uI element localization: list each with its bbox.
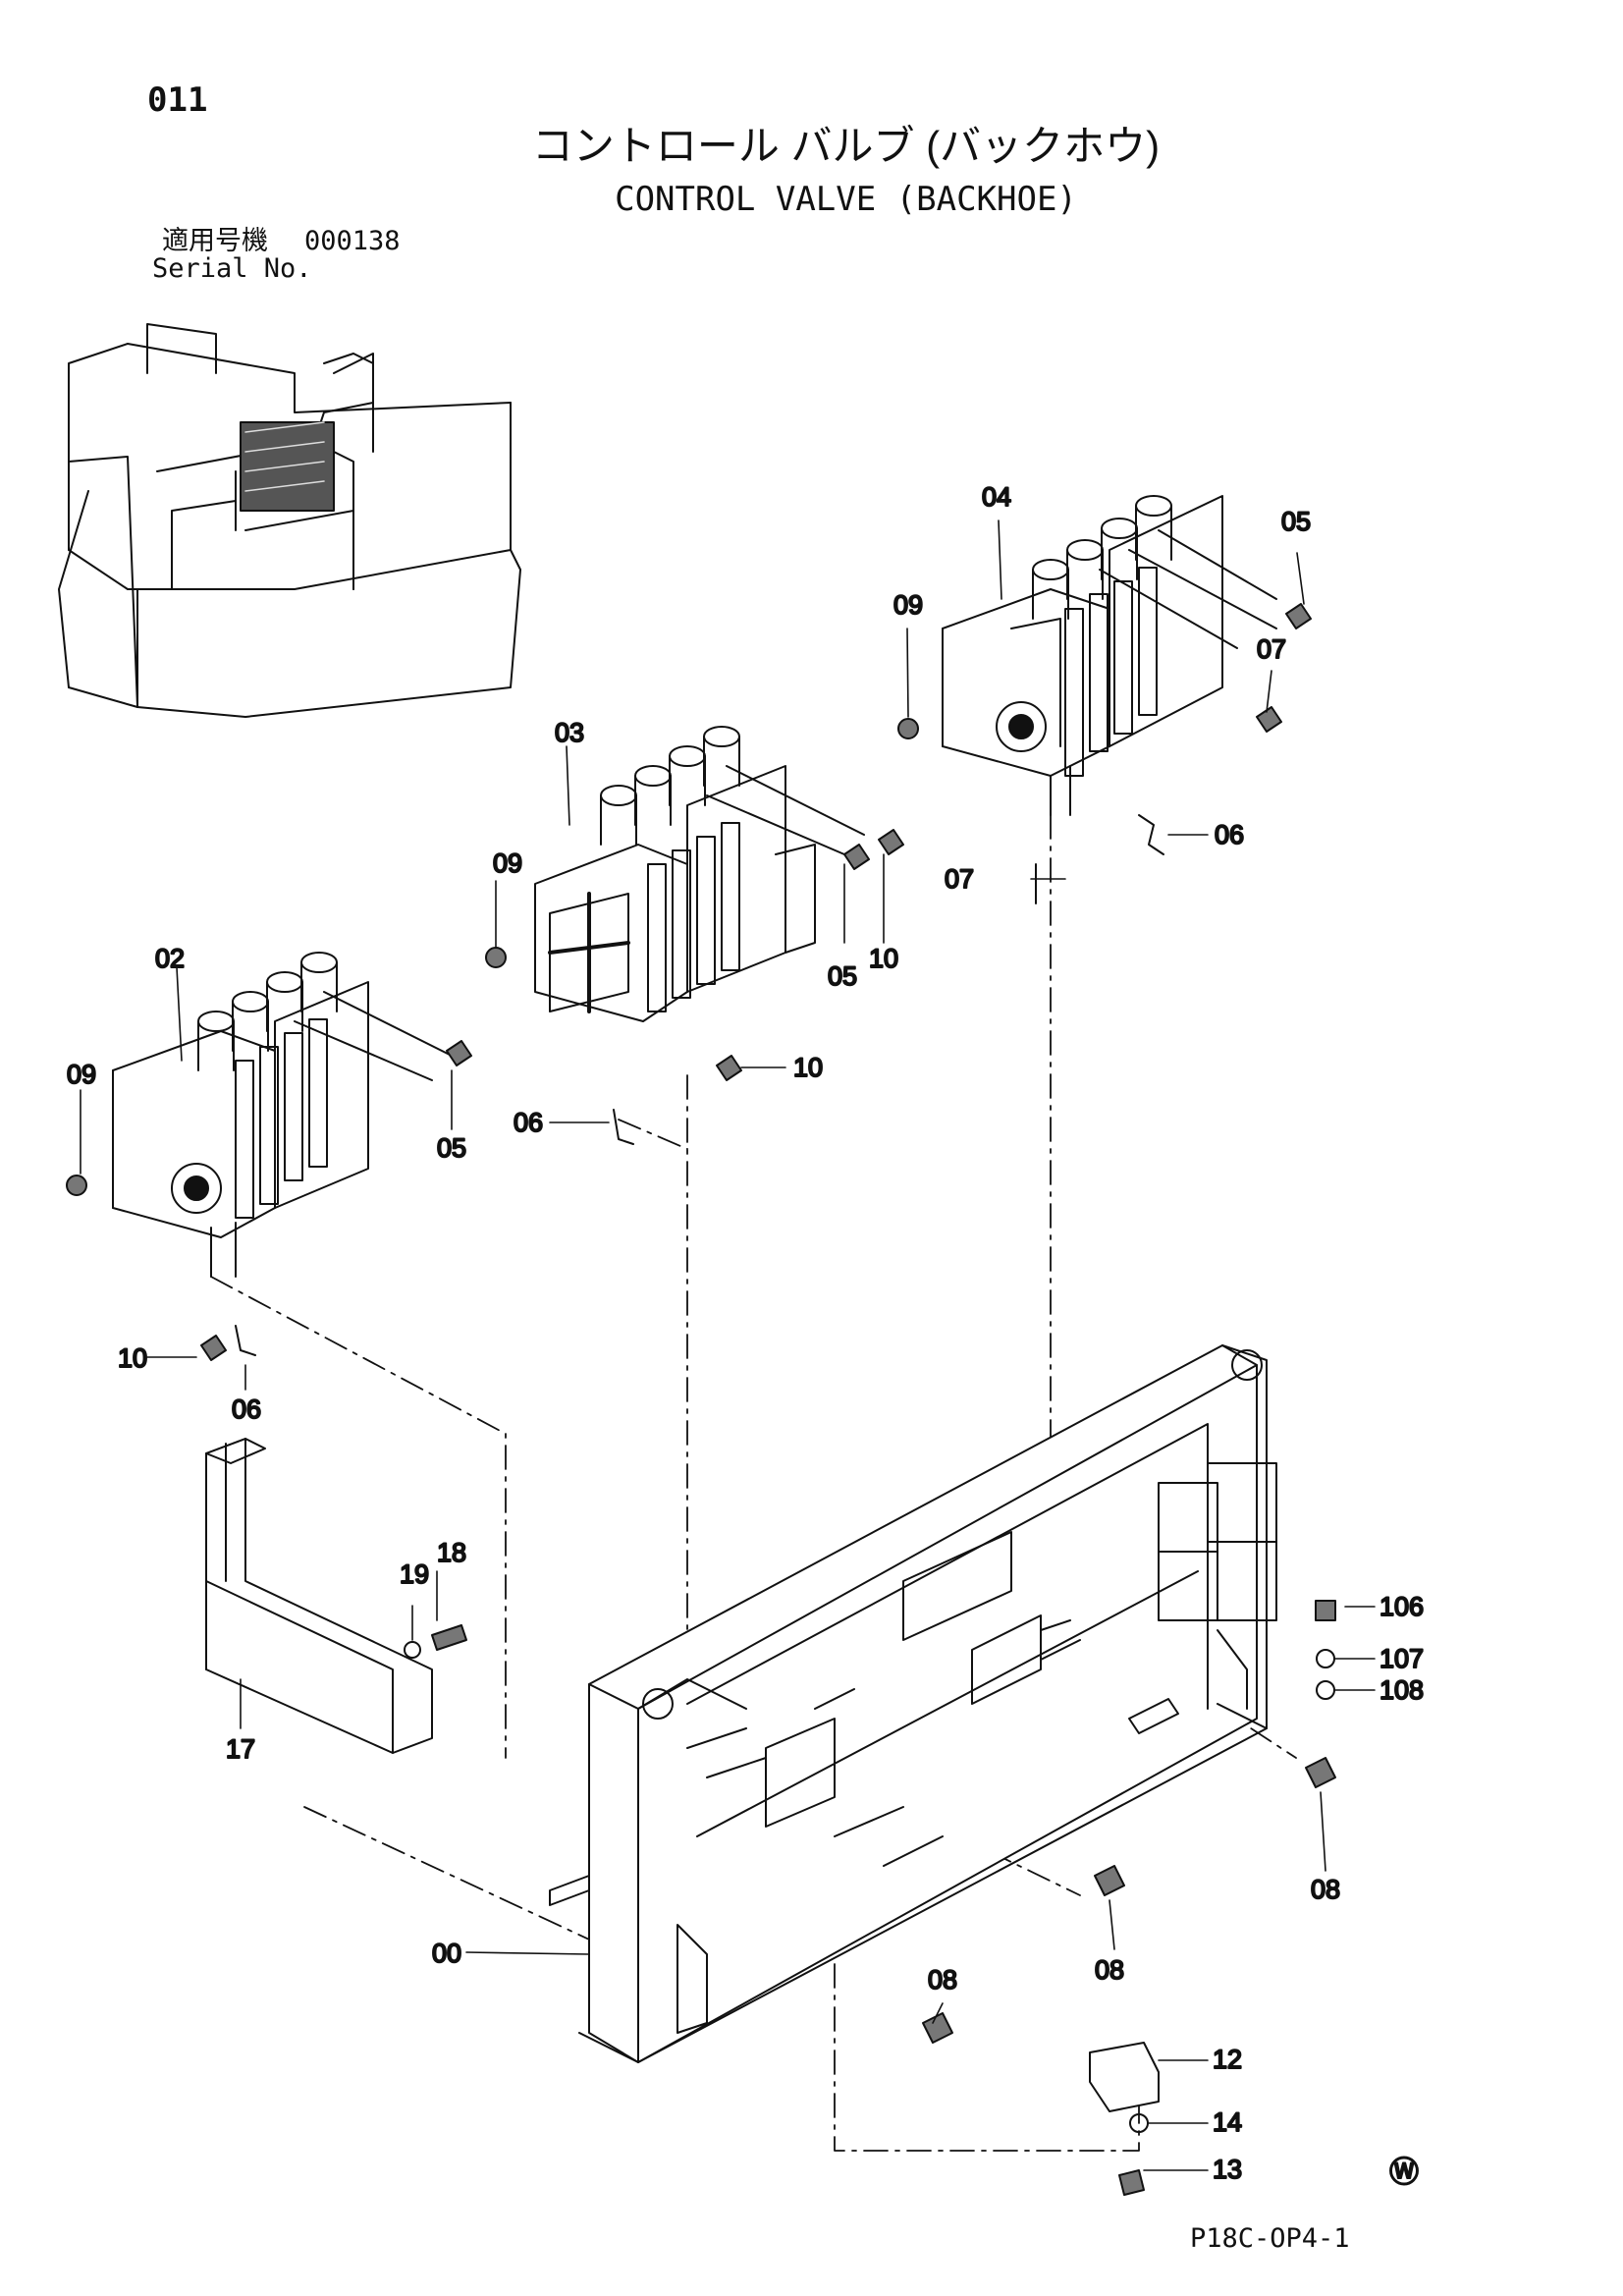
callout-10: 10 <box>118 1343 147 1373</box>
title-japanese: コントロール バルブ (バックホウ) <box>531 123 1161 169</box>
control-valve-03 <box>485 726 865 1022</box>
callout-14: 14 <box>1213 2107 1242 2137</box>
washer-icon <box>1129 2113 1149 2133</box>
callout-12: 12 <box>1213 2045 1242 2074</box>
washer-icon <box>1316 1649 1335 1668</box>
callout-04: 04 <box>982 482 1011 512</box>
callout-06: 06 <box>232 1394 261 1424</box>
callout-06: 06 <box>514 1108 543 1137</box>
callout-107: 107 <box>1380 1644 1424 1673</box>
part-callouts: 04 05 09 07 06 07 03 09 05 10 10 06 02 0… <box>66 481 1425 2185</box>
serial-label-english: Serial No. <box>152 253 312 284</box>
callout-08: 08 <box>1311 1875 1340 1904</box>
machine-location-thumbnail <box>58 323 521 718</box>
callout-08: 08 <box>1095 1955 1124 1985</box>
page-number: 011 <box>147 81 208 120</box>
title-english: CONTROL VALVE (BACKHOE) <box>615 180 1077 219</box>
callout-10: 10 <box>869 944 898 973</box>
main-frame-00 <box>549 1344 1277 2063</box>
callout-106: 106 <box>1380 1592 1424 1621</box>
bracket-17 <box>205 1438 433 1754</box>
callout-18: 18 <box>437 1538 466 1567</box>
serial-number-value: 000138 <box>304 226 401 256</box>
callout-09: 09 <box>493 848 522 878</box>
control-valve-02 <box>66 952 453 1278</box>
callout-03: 03 <box>555 718 584 747</box>
callout-06: 06 <box>1215 820 1244 849</box>
callout-07: 07 <box>945 864 974 894</box>
washer-icon <box>1316 1680 1335 1700</box>
bolt-icon <box>716 829 904 1081</box>
bracket-12 <box>1089 2042 1160 2112</box>
callout-19: 19 <box>400 1559 429 1589</box>
callout-00: 00 <box>432 1939 461 1968</box>
leader-lines <box>80 519 1376 2171</box>
serial-label-japanese: 適用号機 <box>162 226 268 255</box>
callout-08: 08 <box>928 1965 957 1995</box>
fitting-icon <box>235 1325 256 1356</box>
watermark-symbol: Ⓦ <box>1389 2157 1419 2189</box>
callout-09: 09 <box>893 590 923 620</box>
washer-icon <box>404 1641 421 1659</box>
bolt-icon <box>200 1040 472 1361</box>
control-valve-04 <box>897 495 1277 816</box>
callout-02: 02 <box>155 944 185 973</box>
callout-09: 09 <box>67 1060 96 1089</box>
diagram-code: P18C-OP4-1 <box>1190 2223 1350 2254</box>
callout-05: 05 <box>828 961 857 991</box>
callout-05: 05 <box>1281 507 1311 536</box>
callout-17: 17 <box>226 1734 255 1764</box>
bolt-icon <box>922 1600 1336 2196</box>
callout-07: 07 <box>1257 634 1286 664</box>
callout-108: 108 <box>1380 1675 1424 1705</box>
callout-13: 13 <box>1213 2155 1242 2184</box>
bolt-icon <box>431 1624 467 1651</box>
fitting-icon <box>613 1109 634 1145</box>
callout-05: 05 <box>437 1133 466 1163</box>
fitting-icon <box>1035 814 1164 904</box>
callout-10: 10 <box>793 1053 823 1082</box>
